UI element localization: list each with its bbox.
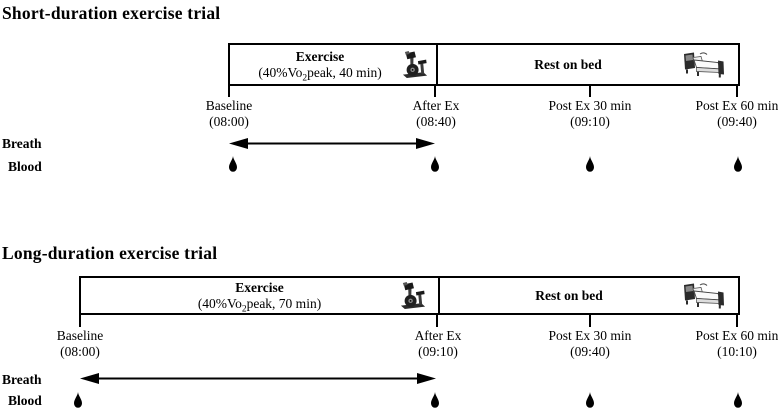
breath-row-label: Breath bbox=[2, 372, 42, 387]
exercise-phase-segment: Exercise (40%Vo2peak, 70 min) bbox=[81, 278, 440, 315]
rest-phase-label: Rest on bed bbox=[534, 56, 602, 72]
trial-title: Short-duration exercise trial bbox=[2, 3, 221, 23]
cycle-ergometer-icon bbox=[401, 50, 430, 80]
bed-icon bbox=[682, 282, 726, 310]
blood-row-label: Blood bbox=[8, 393, 42, 408]
breath-row-label: Breath bbox=[2, 136, 42, 151]
blood-drop-icon bbox=[73, 392, 83, 408]
timeline-tick bbox=[736, 315, 738, 327]
bed-icon bbox=[682, 51, 726, 79]
exercise-phase-label: Exercise bbox=[235, 279, 284, 295]
timepoint-label: Post Ex 30 min(09:10) bbox=[548, 98, 632, 129]
timepoint-label: After Ex(08:40) bbox=[412, 98, 460, 129]
timepoint-label: Baseline(08:00) bbox=[56, 328, 104, 359]
exercise-phase-text: Exercise (40%Vo2peak, 40 min) bbox=[258, 48, 382, 84]
timeline-tick bbox=[434, 86, 436, 97]
blood-drop-icon bbox=[585, 392, 595, 408]
timepoint-label: Post Ex 60 min(10:10) bbox=[695, 328, 778, 359]
timeline-tick bbox=[79, 315, 81, 327]
exercise-phase-detail: (40%Vo2peak, 70 min) bbox=[197, 295, 322, 315]
breath-sampling-arrow bbox=[80, 371, 436, 386]
rest-phase-segment: Rest on bed bbox=[438, 45, 738, 84]
blood-drop-icon bbox=[733, 156, 743, 172]
timeline-box: Exercise (40%Vo2peak, 70 min) bbox=[79, 276, 740, 315]
timeline-tick bbox=[736, 86, 738, 97]
cycle-ergometer-icon bbox=[399, 281, 428, 311]
exercise-phase-label: Exercise bbox=[295, 48, 345, 64]
timepoint-label: After Ex(09:10) bbox=[414, 328, 462, 359]
timeline-tick bbox=[228, 86, 230, 97]
timepoint-label: Baseline(08:00) bbox=[205, 98, 253, 129]
blood-drop-icon bbox=[430, 392, 440, 408]
timeline-tick bbox=[589, 315, 591, 327]
timeline-tick bbox=[589, 86, 591, 97]
exercise-phase-detail: (40%Vo2peak, 40 min) bbox=[258, 64, 382, 84]
rest-phase-segment: Rest on bed bbox=[440, 278, 738, 313]
blood-drop-icon bbox=[733, 392, 743, 408]
timepoint-label: Post Ex 60 min(09:40) bbox=[695, 98, 778, 129]
breath-sampling-arrow bbox=[229, 136, 435, 151]
rest-phase-text: Rest on bed bbox=[534, 57, 602, 73]
exercise-phase-segment: Exercise (40%Vo2peak, 40 min) bbox=[230, 45, 438, 84]
trial-title: Long-duration exercise trial bbox=[2, 243, 218, 263]
rest-phase-label: Rest on bed bbox=[535, 287, 603, 303]
rest-phase-text: Rest on bed bbox=[535, 288, 603, 304]
timeline-tick bbox=[436, 315, 438, 327]
blood-drop-icon bbox=[228, 156, 238, 172]
timepoint-label: Post Ex 30 min(09:40) bbox=[548, 328, 632, 359]
blood-drop-icon bbox=[430, 156, 440, 172]
blood-row-label: Blood bbox=[8, 159, 42, 174]
blood-drop-icon bbox=[585, 156, 595, 172]
timeline-box: Exercise (40%Vo2peak, 40 min) bbox=[228, 43, 740, 86]
exercise-phase-text: Exercise (40%Vo2peak, 70 min) bbox=[197, 279, 322, 315]
